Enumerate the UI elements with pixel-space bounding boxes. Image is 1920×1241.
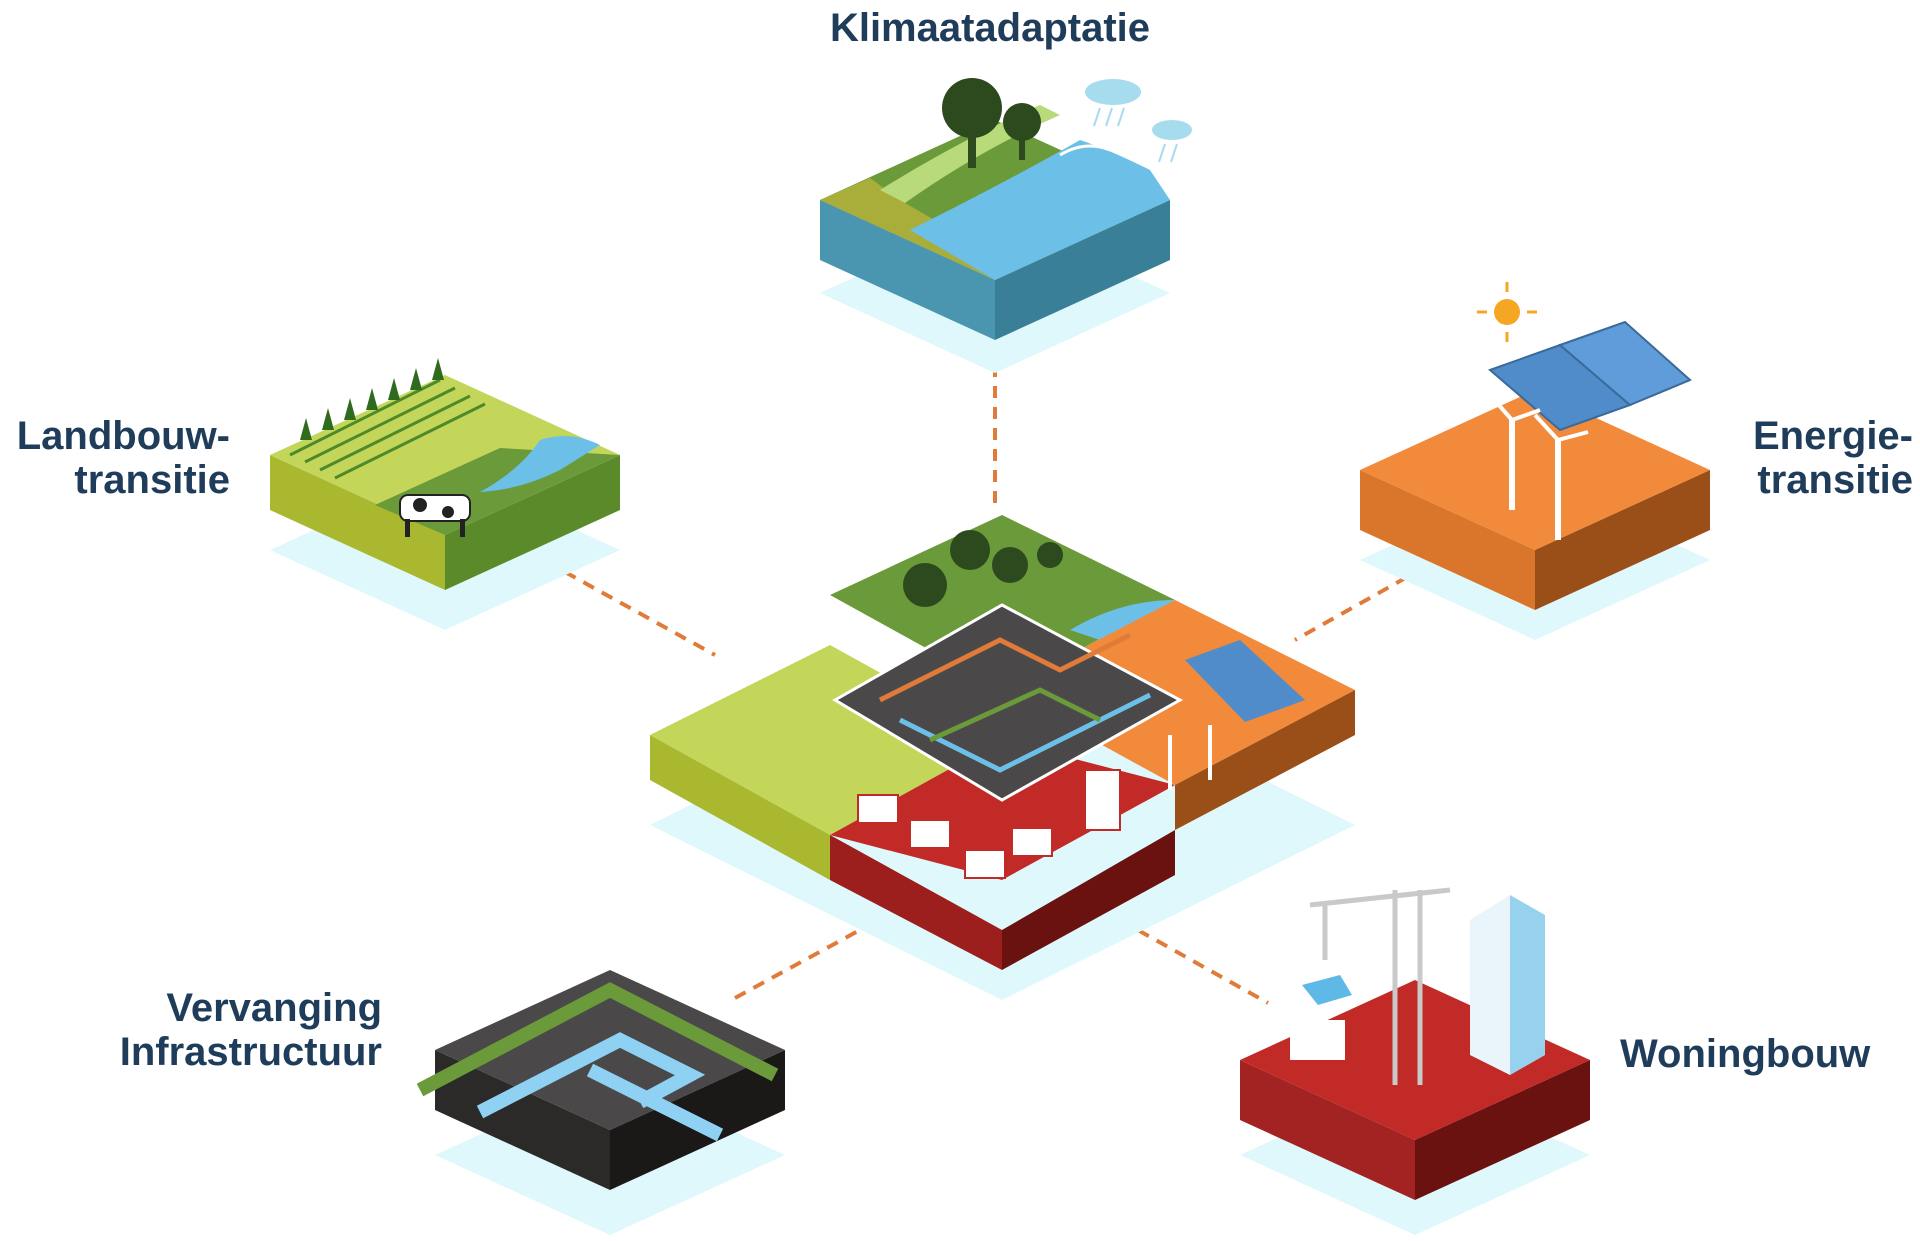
label-energietransitie: Energie- transitie — [1743, 414, 1913, 502]
label-landbouwtransitie: Landbouw- transitie — [14, 414, 230, 502]
connector-woningbouw — [1119, 918, 1269, 1005]
label-line: Landbouw- — [16, 414, 230, 458]
label-line: Klimaatadaptatie — [829, 6, 1151, 50]
tile-vervanging-infrastructuur — [416, 970, 785, 1235]
label-woningbouw: Woningbouw — [1620, 1032, 1880, 1076]
connector-vervanging — [734, 916, 883, 1000]
label-line: Vervanging — [166, 986, 382, 1030]
label-line: transitie — [74, 458, 230, 502]
tile-woningbouw — [1240, 887, 1590, 1235]
connector-landbouw — [564, 570, 716, 657]
tile-klimaatadaptatie — [820, 78, 1192, 373]
tile-energietransitie — [1360, 282, 1710, 640]
solar-panels — [1488, 320, 1692, 432]
label-line: transitie — [1757, 458, 1913, 502]
label-line: Infrastructuur — [119, 1030, 382, 1074]
label-line: Woningbouw — [1620, 1032, 1871, 1076]
label-vervanging-infrastructuur: Vervanging Infrastructuur — [90, 986, 382, 1074]
label-line: Energie- — [1752, 414, 1913, 458]
label-klimaatadaptatie: Klimaatadaptatie — [0, 6, 1920, 50]
tile-center — [650, 515, 1355, 1000]
tile-landbouwtransitie — [270, 358, 620, 630]
